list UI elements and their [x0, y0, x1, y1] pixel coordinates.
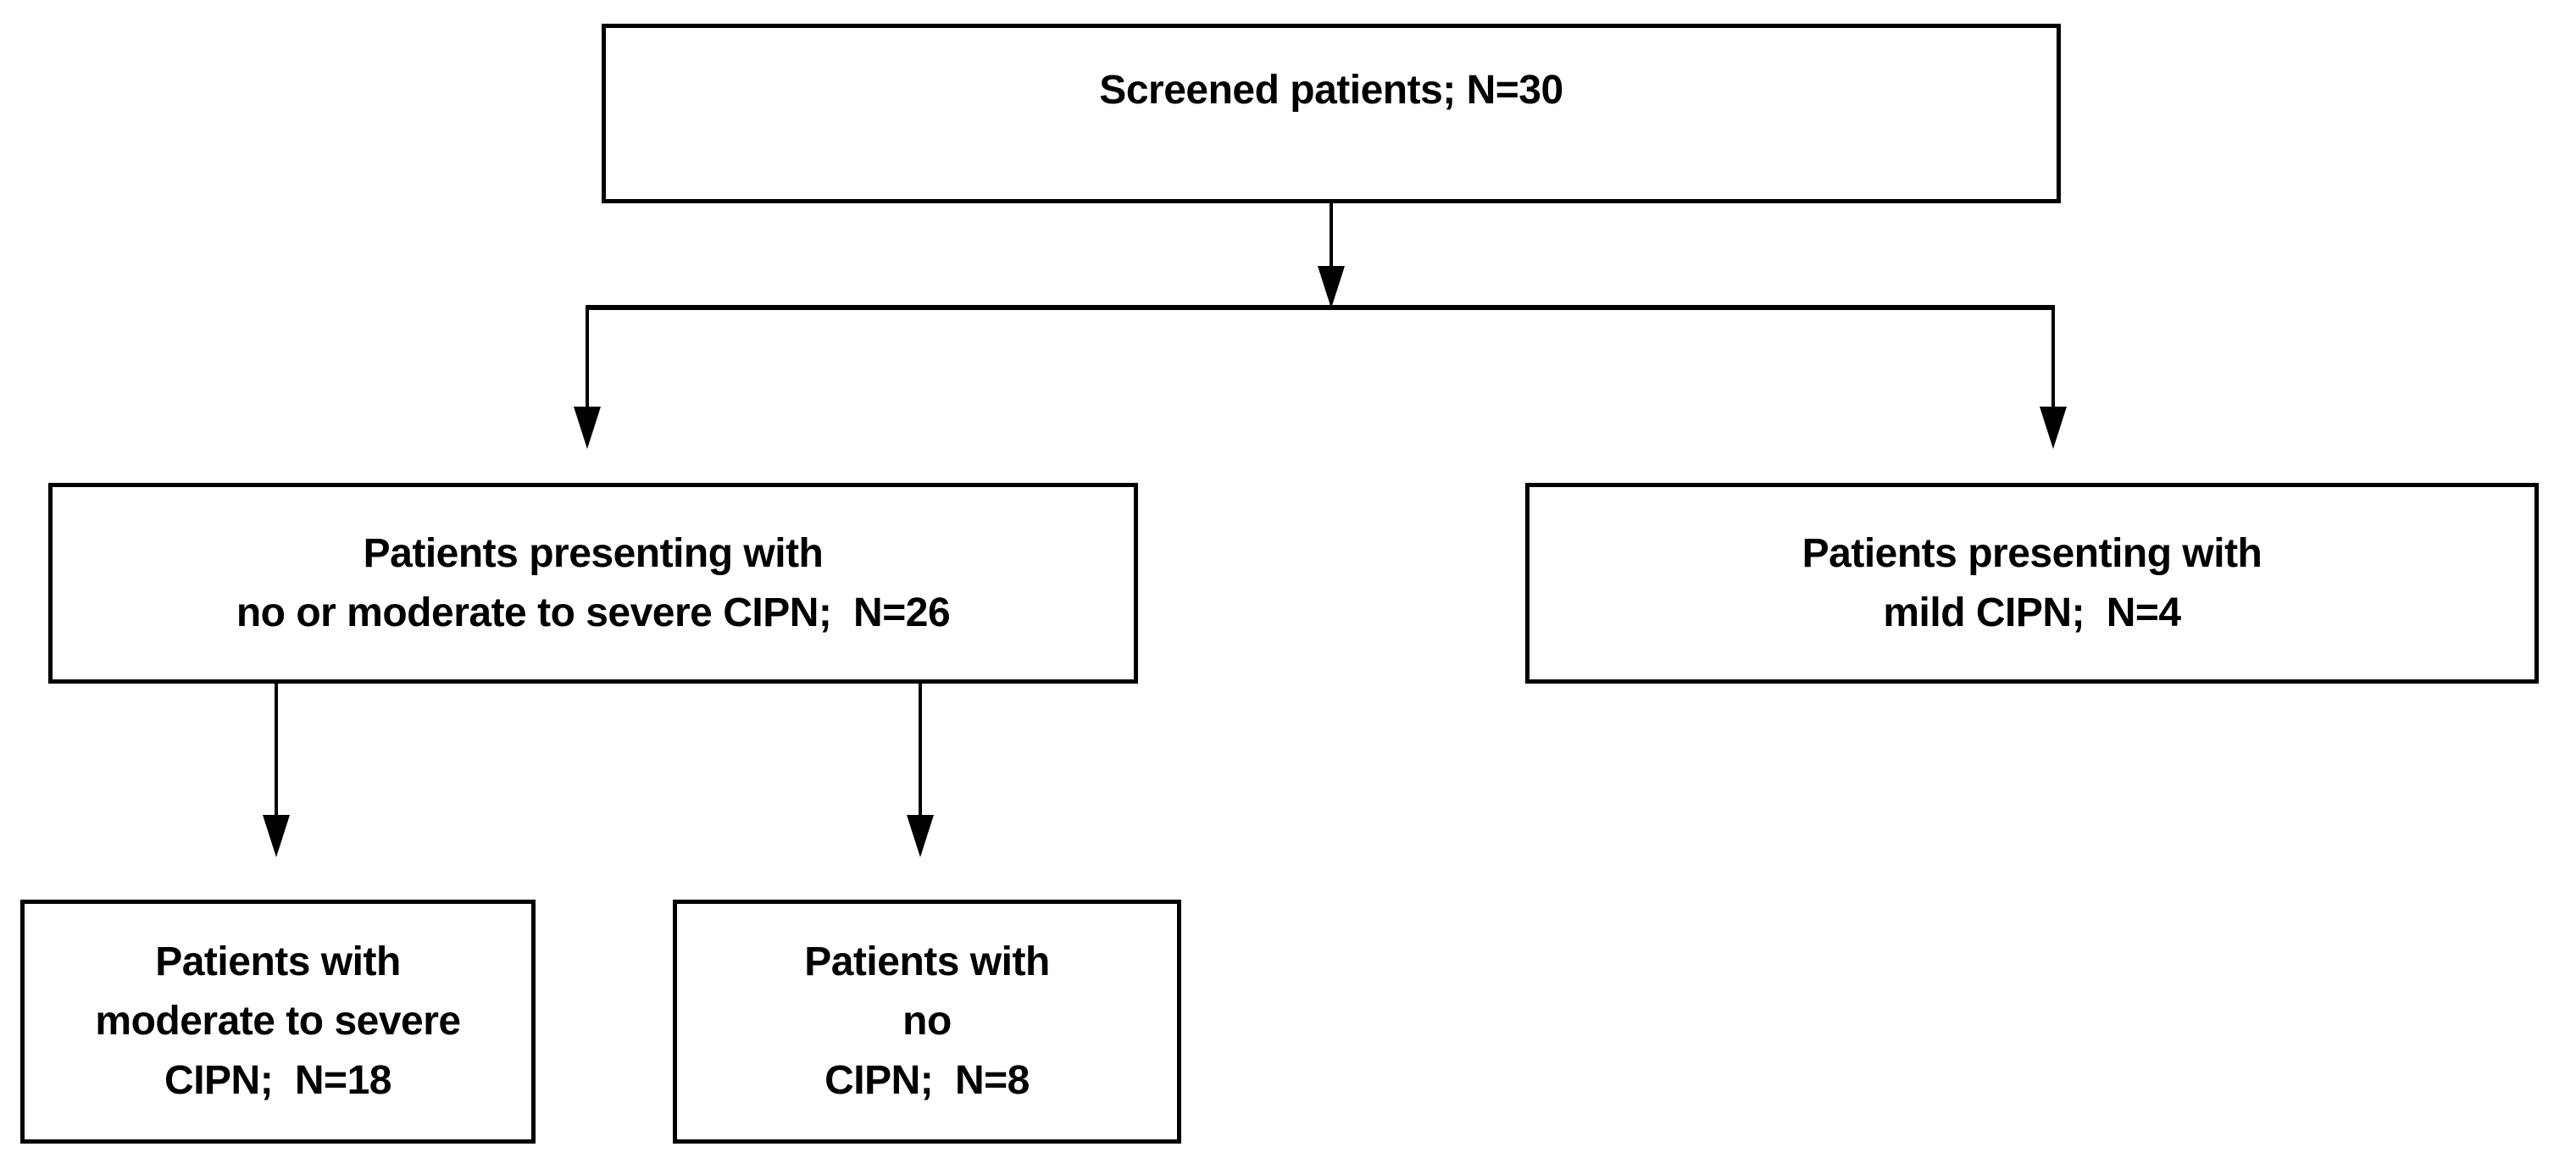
node-text-line: Patients presenting with — [1802, 530, 2262, 576]
arrowhead-down-icon — [263, 815, 290, 857]
connector-to-mild — [2051, 310, 2055, 407]
connector-split-bar — [586, 305, 2055, 310]
arrowhead-down-icon — [1318, 266, 1345, 308]
node-moderate-to-severe-cipn: Patients with moderate to severe CIPN; N… — [20, 900, 536, 1144]
node-no-or-moderate-to-severe-cipn: Patients presenting with no or moderate … — [48, 483, 1138, 684]
arrowhead-down-icon — [907, 815, 934, 857]
arrowhead-down-icon — [574, 407, 601, 449]
connector-screened-stem — [1330, 203, 1333, 266]
node-text-line: moderate to severe — [95, 999, 461, 1044]
node-screened-patients: Screened patients; N=30 — [602, 24, 2061, 203]
node-mild-cipn: Patients presenting with mild CIPN; N=4 — [1525, 483, 2539, 684]
node-text-line: Patients with — [804, 939, 1050, 984]
connector-to-moderate-severe — [275, 682, 278, 815]
node-text-line: Patients with — [155, 939, 401, 984]
node-text-line: no or moderate to severe CIPN; N=26 — [236, 590, 951, 635]
node-text-line: CIPN; N=18 — [164, 1058, 391, 1103]
node-text-line: Screened patients; N=30 — [1099, 67, 1563, 113]
connector-to-no-or-moderate-severe — [586, 310, 589, 407]
arrowhead-down-icon — [2040, 407, 2067, 449]
node-text-line: Patients presenting with — [363, 530, 824, 576]
node-no-cipn: Patients with no CIPN; N=8 — [673, 900, 1181, 1144]
node-text-line: no — [902, 999, 952, 1044]
node-text-line: CIPN; N=8 — [824, 1058, 1030, 1103]
node-text-line: mild CIPN; N=4 — [1883, 590, 2181, 635]
connector-to-no-cipn — [919, 682, 922, 815]
